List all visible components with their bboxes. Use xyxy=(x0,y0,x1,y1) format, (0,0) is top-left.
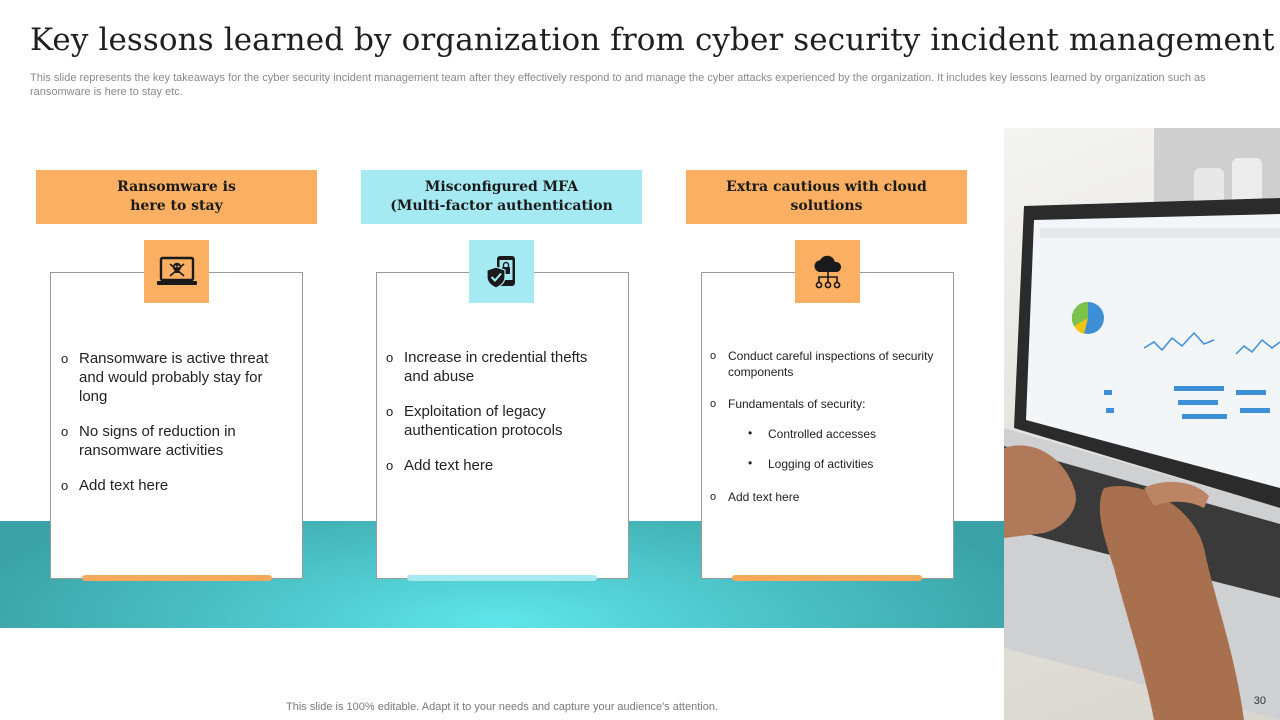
icon-box-mfa xyxy=(469,240,534,303)
column-header-line: solutions xyxy=(790,198,863,214)
card-accent-bar xyxy=(82,575,272,581)
icon-box-cloud xyxy=(795,240,860,303)
icon-box-ransomware xyxy=(144,240,209,303)
list-item: Exploitation of legacy authentication pr… xyxy=(386,402,611,440)
card-accent-bar xyxy=(732,575,922,581)
column-header-cloud: Extra cautious with cloud solutions xyxy=(686,170,967,224)
slide-footer: This slide is 100% editable. Adapt it to… xyxy=(286,701,718,713)
lesson-list-mfa: Increase in credential thefts and abuse … xyxy=(386,348,611,491)
column-header-line: Ransomware is xyxy=(117,179,236,195)
list-item: Add text here xyxy=(61,476,276,495)
sub-list-item: • Controlled accesses xyxy=(748,426,877,441)
list-item: No signs of reduction in ransomware acti… xyxy=(61,422,276,460)
slide-title: Key lessons learned by organization from… xyxy=(30,22,1275,58)
cloud-network-icon xyxy=(813,255,841,288)
laptop-skull-icon xyxy=(156,256,197,285)
card-accent-bar xyxy=(407,575,597,581)
column-header-line: (Multi-factor authentication xyxy=(390,198,613,214)
list-item: Add text here xyxy=(710,489,938,505)
column-header-line: Extra cautious with cloud xyxy=(726,179,927,195)
bullet-dot-icon: • xyxy=(748,426,753,440)
list-item: Add text here xyxy=(386,456,611,475)
laptop-photo xyxy=(1004,128,1280,720)
list-item: Increase in credential thefts and abuse xyxy=(386,348,611,386)
phone-shield-lock-icon xyxy=(485,255,515,289)
bullet-dot-icon: • xyxy=(748,456,753,470)
page-number: 30 xyxy=(1253,695,1266,707)
lesson-list-cloud: Conduct careful inspections of security … xyxy=(710,348,938,521)
list-item: Ransomware is active threat and would pr… xyxy=(61,349,276,406)
list-item: Fundamentals of security: xyxy=(710,396,938,412)
slide-subtitle: This slide represents the key takeaways … xyxy=(30,72,1206,98)
column-header-mfa: Misconfigured MFA (Multi-factor authenti… xyxy=(361,170,642,224)
column-header-ransomware: Ransomware is here to stay xyxy=(36,170,317,224)
lesson-card-cloud xyxy=(701,272,954,579)
column-header-line: here to stay xyxy=(130,198,223,214)
sub-list-cloud: • Controlled accesses • Logging of activ… xyxy=(748,426,877,487)
sub-list-item: • Logging of activities xyxy=(748,456,874,471)
column-header-line: Misconfigured MFA xyxy=(424,179,579,195)
lesson-list-ransomware: Ransomware is active threat and would pr… xyxy=(61,349,276,511)
list-item: Conduct careful inspections of security … xyxy=(710,348,938,380)
